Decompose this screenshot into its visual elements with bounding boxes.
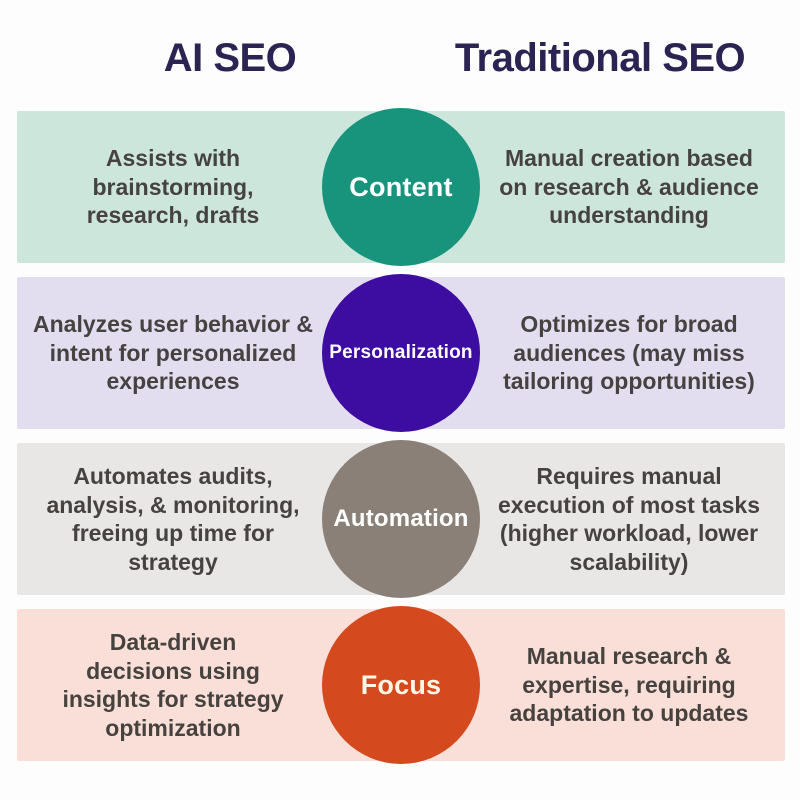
comparison-row-content: Assists with brainstorming, research, dr…: [17, 108, 785, 266]
traditional-seo-cell: Manual research & expertise, requiring a…: [509, 643, 749, 727]
ai-seo-cell: Analyzes user behavior & intent for pers…: [33, 311, 313, 395]
ai-seo-cell: Data-driven decisions using insights for…: [62, 628, 284, 741]
topic-circle: Automation: [322, 440, 480, 598]
comparison-row-automation: Automates audits, analysis, & monitoring…: [17, 440, 785, 598]
topic-label: Focus: [360, 669, 442, 700]
traditional-seo-cell: Manual creation based on research & audi…: [499, 145, 759, 229]
traditional-seo-cell: Requires manual execution of most tasks …: [497, 462, 761, 575]
topic-label: Personalization: [329, 342, 473, 363]
ai-seo-cell: Automates audits, analysis, & monitoring…: [46, 462, 300, 575]
topic-circle: Personalization: [322, 274, 480, 432]
topic-circle: Content: [322, 108, 480, 266]
topic-label: Content: [349, 171, 453, 202]
topic-label: Automation: [333, 505, 469, 532]
column-headers: AI SEO Traditional SEO: [0, 0, 800, 97]
topic-circle: Focus: [322, 606, 480, 764]
traditional-seo-column-header: Traditional SEO: [454, 36, 746, 80]
traditional-seo-cell: Optimizes for broad audiences (may miss …: [503, 311, 755, 395]
comparison-row-personalization: Analyzes user behavior & intent for pers…: [17, 274, 785, 432]
comparison-row-focus: Data-driven decisions using insights for…: [17, 606, 785, 764]
ai-seo-cell: Assists with brainstorming, research, dr…: [86, 145, 260, 229]
ai-seo-column-header: AI SEO: [163, 36, 297, 80]
